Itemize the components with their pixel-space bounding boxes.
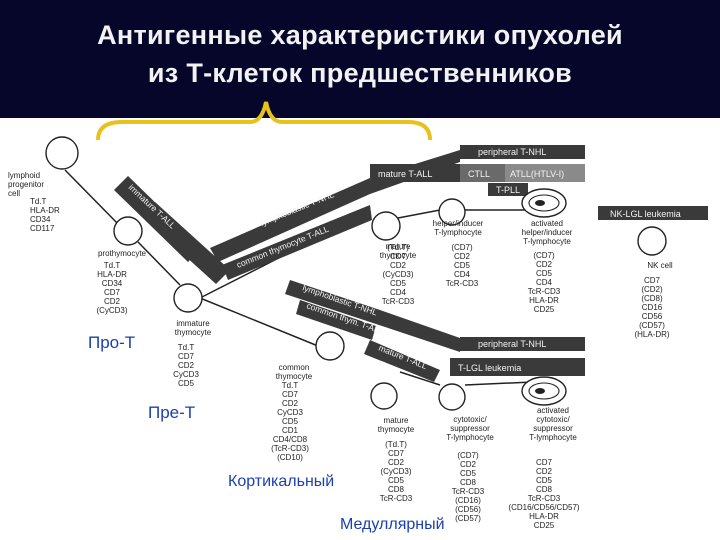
label-medullary: Медуллярный <box>340 516 445 533</box>
cell-circles <box>45 136 667 411</box>
label-cortical: Кортикальный <box>228 473 335 490</box>
cell-name-prothymocyte: prothymocyte <box>98 249 147 258</box>
label-pro-t: Про-Т <box>88 333 136 352</box>
cell-prothymocyte <box>113 216 143 246</box>
band-label-peripheral-tnhl-upper: peripheral T-NHL <box>478 147 546 157</box>
cell-lymphoid-progenitor <box>45 136 79 170</box>
title-bar <box>0 0 720 118</box>
band-label-mature-tall-upper: mature T-ALL <box>378 169 432 179</box>
cell-immature-thymocyte <box>173 283 203 313</box>
cell-mature-thymocyte-lower <box>370 382 398 410</box>
band-label-peripheral-tnhl-lower: peripheral T-NHL <box>478 339 546 349</box>
slide-title-line-2: из Т-клеток предшественников <box>147 58 573 88</box>
band-label-nk-lgl: NK-LGL leukemia <box>610 209 681 219</box>
label-pre-t: Пре-Т <box>148 403 196 422</box>
cell-mature-thymocyte-upper <box>371 211 401 241</box>
band-label-tlgl: T-LGL leukemia <box>458 363 521 373</box>
cell-cytotoxic-suppressor <box>438 383 466 411</box>
band-label-tpll: T-PLL <box>496 185 520 195</box>
cell-name-nk-cell: NK cell <box>647 261 673 270</box>
cell-common-thymocyte <box>315 331 345 361</box>
diagonal-bands <box>114 150 460 382</box>
slide-title-line-1: Антигенные характеристики опухолей <box>97 20 623 50</box>
band-label-atll: ATLL(HTLV-I) <box>510 169 564 179</box>
cell-nk <box>637 226 667 256</box>
band-label-ctll: CTLL <box>468 169 490 179</box>
cell-helper-inducer <box>438 198 466 226</box>
brace <box>96 101 432 141</box>
activated-cells <box>521 188 567 406</box>
